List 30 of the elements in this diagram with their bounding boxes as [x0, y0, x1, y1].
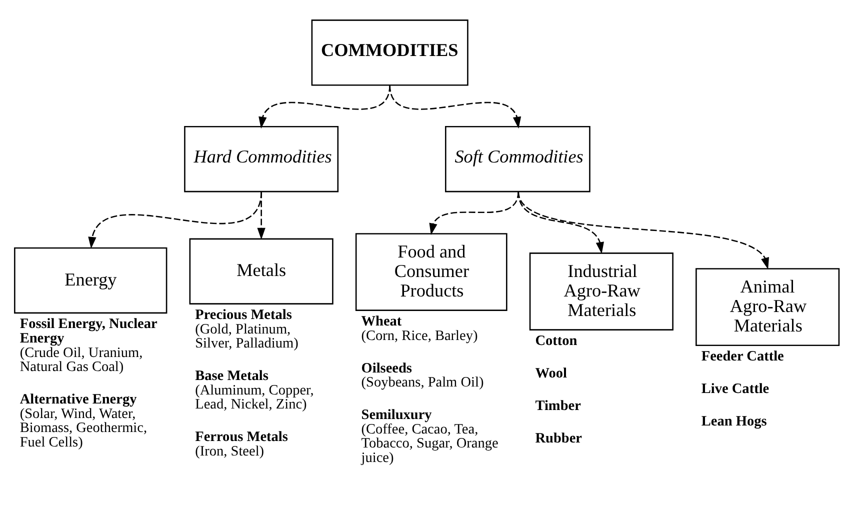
arrow — [518, 191, 770, 270]
node-label: Alternative Energy (Solar, Wind, Water, Biomass, Geothermic, Fuel Cells) — [20, 392, 148, 450]
node-box: Metals — [189, 238, 334, 304]
node-box: Industrial Agro-Raw Materials — [529, 252, 674, 330]
arrow — [429, 191, 519, 235]
node-box: COMMODITIES — [311, 20, 468, 86]
node-label: Fossil Energy, Nuclear Energy (Crude Oil, Uranium, Natural Gas Coal) — [20, 316, 158, 376]
node-label: Feeder Cattle — [701, 348, 784, 365]
node-box: Animal Agro-Raw Materials — [696, 268, 840, 346]
arrow — [518, 191, 604, 254]
node-label: Wool — [535, 366, 567, 382]
node-box: Energy — [14, 247, 168, 314]
node-label: Precious Metals (Gold, Platinum, Silver, Palladium) — [195, 307, 298, 352]
node-label: Ferrous Metals (Iron, Steel) — [195, 429, 288, 460]
arrow — [88, 191, 262, 249]
node-label: Live Cattle — [701, 381, 770, 398]
node-label: Timber — [535, 398, 581, 414]
node-label: Rubber — [535, 430, 582, 446]
node-label: Wheat (Corn, Rice, Barley) — [361, 314, 478, 344]
node-box: Soft Commodities — [445, 126, 590, 192]
node-box: Food and Consumer Products — [355, 233, 508, 311]
arrow — [389, 84, 522, 129]
node-label: Semiluxury (Coffee, Cacao, Tea, Tobacco, Sugar, Orange juice) — [361, 407, 498, 466]
arrow — [257, 192, 266, 240]
node-label: Base Metals (Aluminum, Copper, Lead, Nickel, Zinc) — [195, 368, 314, 413]
node-box: Hard Commodities — [184, 126, 339, 192]
arrow — [258, 84, 390, 129]
node-label: Lean Hogs — [701, 414, 767, 430]
node-label: Oilseeds (Soybeans, Palm Oil) — [361, 360, 484, 391]
node-label: Cotton — [535, 333, 578, 350]
